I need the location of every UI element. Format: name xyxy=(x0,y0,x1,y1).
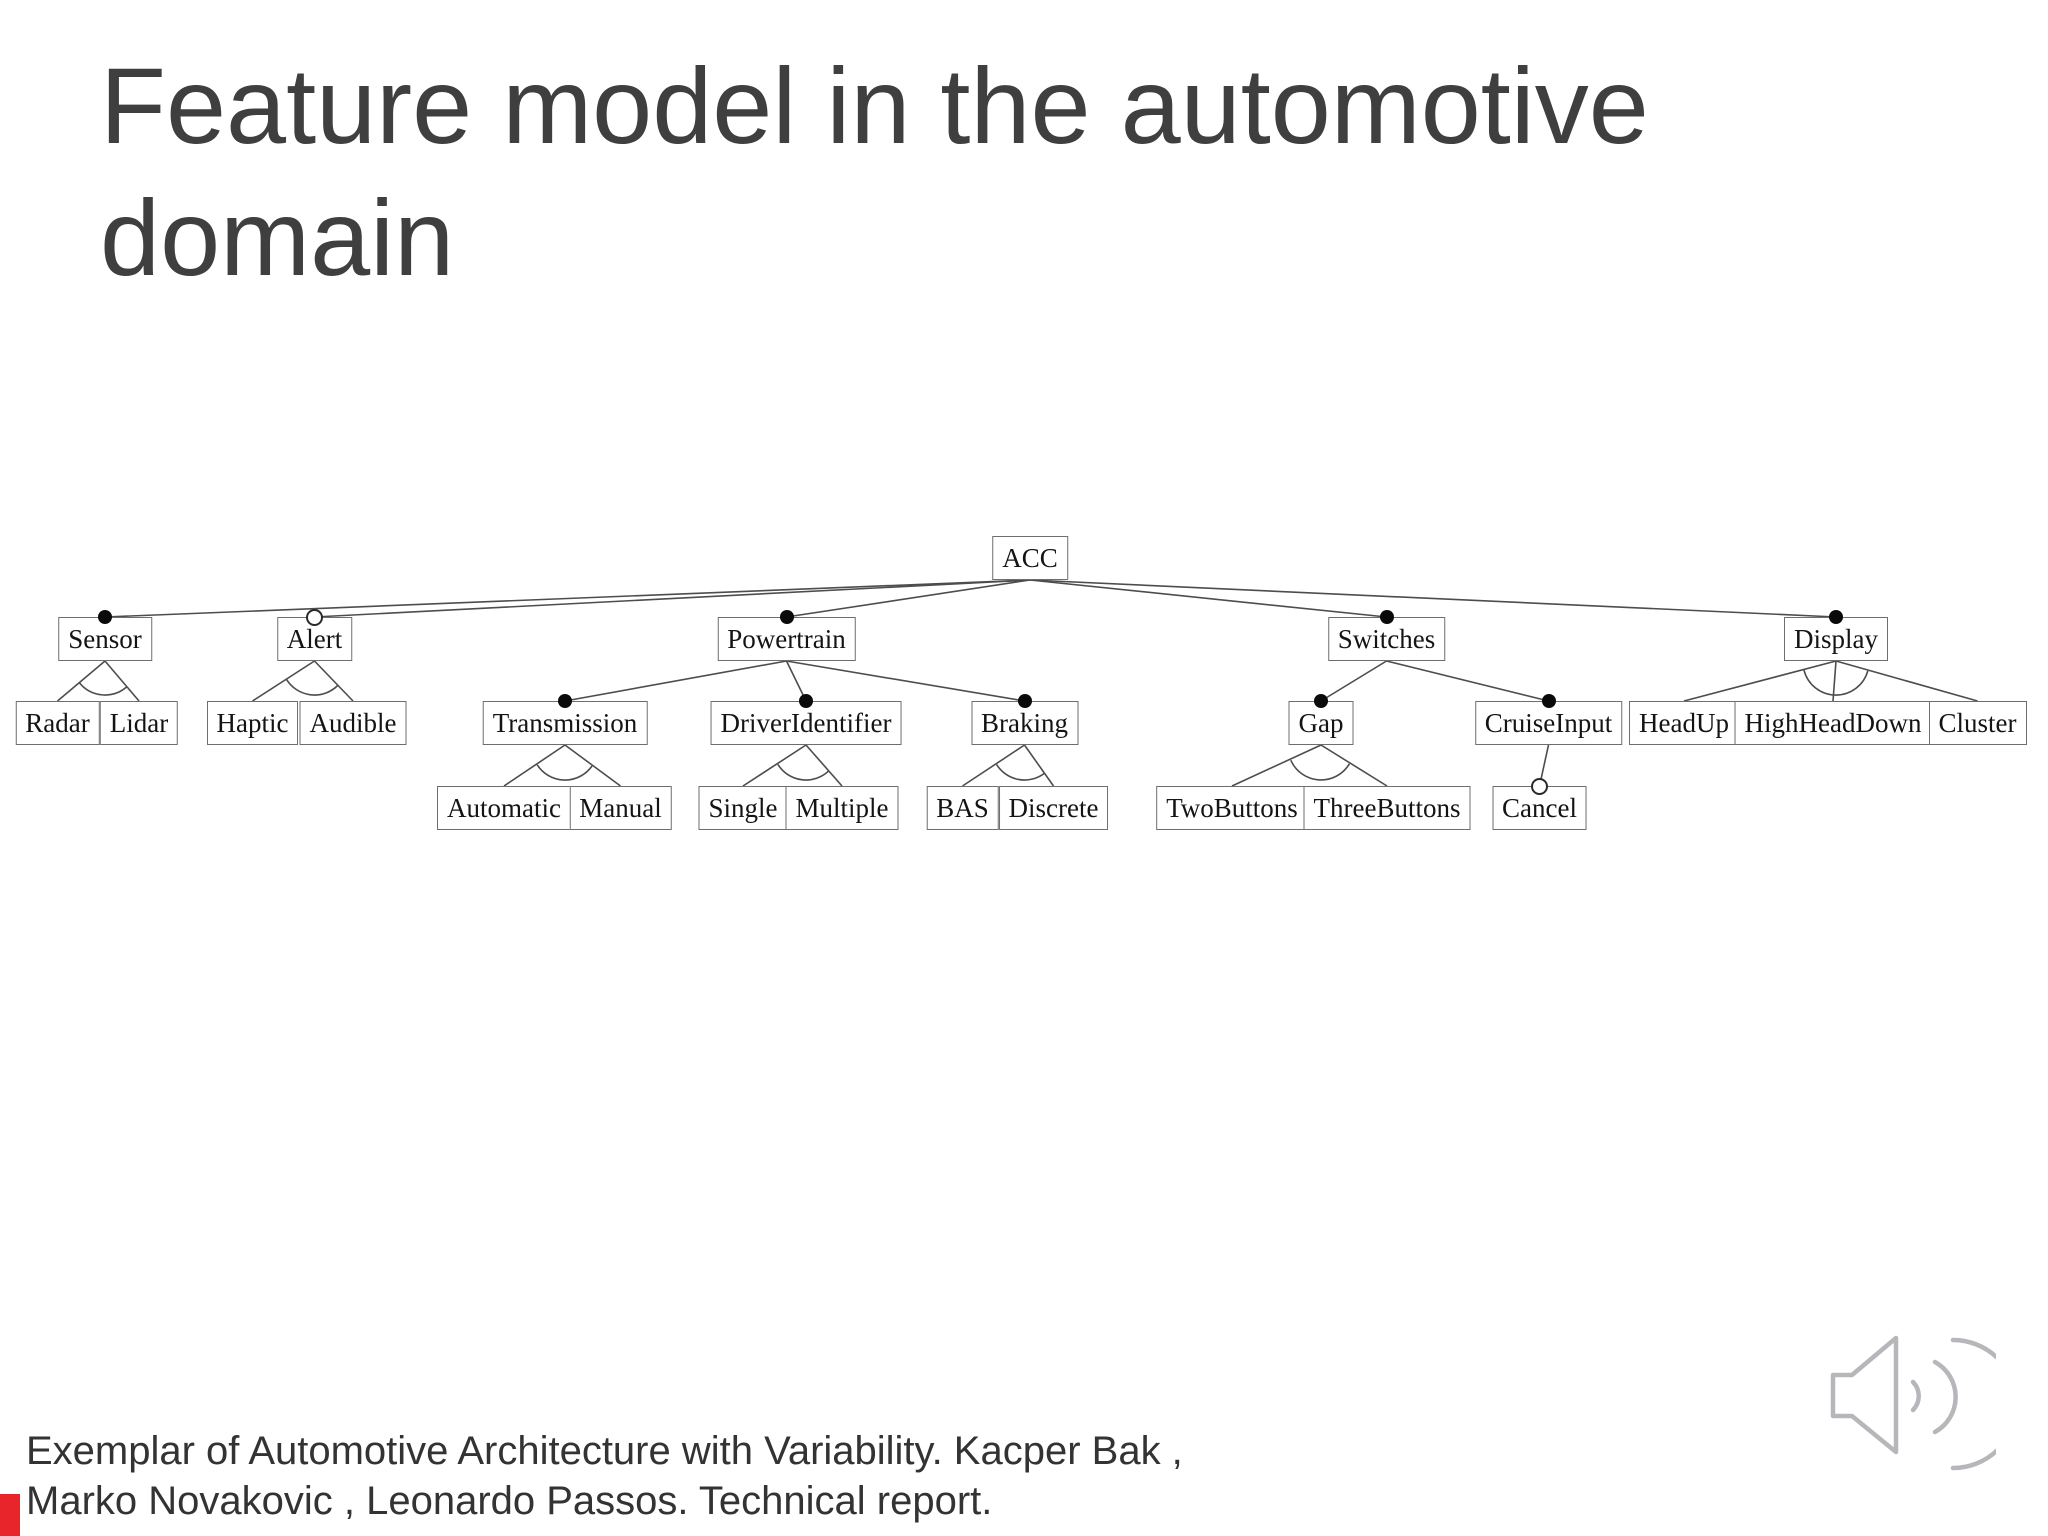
page-title-line2: domain xyxy=(100,177,455,298)
edge-alert-haptic xyxy=(252,660,315,702)
mandatory-dot-gap xyxy=(1314,694,1328,708)
xor-arc-transmission-group xyxy=(536,764,593,781)
optional-dot-cancel xyxy=(1531,778,1548,795)
speaker-icon[interactable] xyxy=(1826,1330,1996,1478)
optional-dot-alert xyxy=(306,609,323,626)
edge-braking-discrete xyxy=(1023,744,1055,787)
node-manual: Manual xyxy=(569,786,672,830)
node-twobuttons: TwoButtons xyxy=(1156,786,1308,830)
node-multiple: Multiple xyxy=(785,786,899,830)
xor-arc-braking-group xyxy=(995,764,1045,781)
sound-wave-medium xyxy=(1932,1359,1958,1435)
node-powertrain: Powertrain xyxy=(717,617,856,661)
node-cruiseinput: CruiseInput xyxy=(1474,701,1623,745)
edge-acc-display xyxy=(1029,579,1837,618)
accent-bar-rect xyxy=(0,1494,20,1536)
mandatory-dot-driveridentifier xyxy=(799,694,813,708)
node-single: Single xyxy=(698,786,788,830)
accent-bar xyxy=(0,1494,20,1536)
edge-sensor-radar xyxy=(56,660,106,702)
node-lidar: Lidar xyxy=(99,701,179,745)
citation: Exemplar of Automotive Architecture with… xyxy=(26,1426,1183,1526)
node-audible: Audible xyxy=(299,701,407,745)
node-transmission: Transmission xyxy=(482,701,648,745)
edge-powertrain-braking xyxy=(786,660,1025,702)
edge-gap-threebuttons xyxy=(1320,744,1388,787)
edge-acc-powertrain xyxy=(786,579,1031,618)
edge-alert-audible xyxy=(313,660,354,702)
edge-sensor-lidar xyxy=(104,660,140,702)
xor-arc-alert-group xyxy=(285,679,339,696)
edge-switches-gap xyxy=(1320,660,1387,702)
mandatory-dot-display xyxy=(1829,610,1843,624)
edge-display-highheaddown xyxy=(1832,660,1837,702)
edge-driveridentifier-single xyxy=(742,744,807,787)
edge-acc-sensor xyxy=(104,579,1031,618)
mandatory-dot-switches xyxy=(1379,610,1394,624)
xor-arc-display-group xyxy=(1803,670,1869,696)
node-radar: Radar xyxy=(15,701,100,745)
node-display: Display xyxy=(1784,617,1888,661)
edge-transmission-automatic xyxy=(503,744,566,787)
edge-braking-bas xyxy=(962,744,1025,787)
page-title-line1: Feature model in the automotive xyxy=(100,45,1649,166)
node-driveridentifier: DriverIdentifier xyxy=(710,701,902,745)
edge-switches-cruiseinput xyxy=(1386,660,1549,702)
mandatory-dot-braking xyxy=(1017,694,1032,708)
edge-acc-alert xyxy=(314,579,1031,618)
edge-gap-twobuttons xyxy=(1231,744,1322,787)
node-automatic: Automatic xyxy=(437,786,571,830)
node-discrete: Discrete xyxy=(998,786,1109,830)
node-sensor: Sensor xyxy=(58,617,152,661)
edge-powertrain-transmission xyxy=(564,660,787,702)
node-haptic: Haptic xyxy=(206,701,299,745)
speaker-body xyxy=(1830,1335,1899,1455)
edge-transmission-manual xyxy=(564,744,621,787)
citation-line2: Marko Novakovic , Leonardo Passos. Techn… xyxy=(26,1479,993,1523)
edge-driveridentifier-multiple xyxy=(805,744,843,787)
node-acc: ACC xyxy=(992,536,1068,580)
edge-display-cluster xyxy=(1835,660,1978,702)
node-alert: Alert xyxy=(276,617,353,661)
xor-arc-driveridentifier-group xyxy=(777,763,829,781)
sound-wave-small xyxy=(1910,1379,1921,1413)
node-threebuttons: ThreeButtons xyxy=(1303,786,1471,830)
edge-display-headup xyxy=(1683,660,1837,702)
node-cluster: Cluster xyxy=(1928,701,2027,745)
xor-arc-gap-group xyxy=(1290,759,1351,781)
node-switches: Switches xyxy=(1327,617,1446,661)
node-bas: BAS xyxy=(926,786,999,830)
xor-arc-sensor-group xyxy=(78,682,128,696)
node-highheaddown: HighHeadDown xyxy=(1734,701,1932,745)
node-headup: HeadUp xyxy=(1629,701,1739,745)
mandatory-dot-transmission xyxy=(558,694,572,708)
mandatory-dot-sensor xyxy=(98,610,112,624)
mandatory-dot-cruiseinput xyxy=(1541,694,1556,708)
citation-line1: Exemplar of Automotive Architecture with… xyxy=(26,1429,1183,1473)
mandatory-dot-powertrain xyxy=(779,610,794,624)
edge-acc-switches xyxy=(1029,579,1387,618)
page-title: Feature model in the automotive domain xyxy=(100,40,1800,304)
sound-wave-large xyxy=(1950,1337,1996,1471)
